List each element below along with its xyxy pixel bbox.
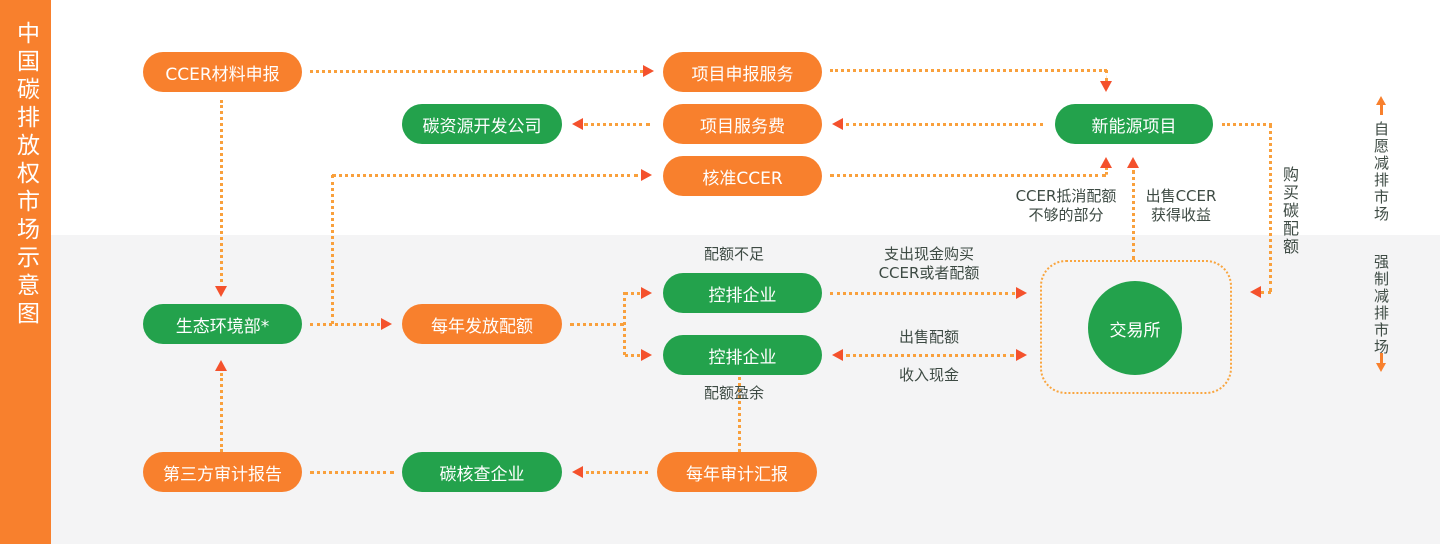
connector-apply-to-newenergy-v [1105,70,1108,81]
node-cap-enterprise-bottom: 控排企业 [663,335,822,375]
node-new-energy: 新能源项目 [1055,104,1213,144]
node-label: CCER材料申报 [165,64,280,85]
node-label: 项目申报服务 [691,64,794,85]
connector-exchange-to-newenergy [1132,170,1135,260]
connector-capbottom-exchange [846,354,1014,357]
label-line: 支出现金购买 [883,245,974,263]
node-label: 控排企业 [708,285,777,306]
connector-moe-to-quota [310,323,380,326]
node-label: 核准CCER [702,168,783,189]
node-label: 每年审计汇报 [686,464,788,485]
connector-moe-to-approve-v [331,175,334,324]
label-ccer-offset: CCER抵消配额 不够的部分 [996,187,1136,225]
up-arrow-icon [1376,96,1386,115]
arrow-head [1376,96,1386,105]
label-receive-cash: 收入现金 [898,366,959,384]
connector-newenergy-to-exchange-h1 [1222,123,1272,126]
node-exchange: 交易所 [1088,281,1182,375]
arrowhead [1100,81,1112,92]
arrowhead [643,65,654,77]
arrowhead [381,318,392,330]
label-line: 获得收益 [1150,206,1211,224]
node-label: 交易所 [1109,320,1161,341]
node-project-fee: 项目服务费 [663,104,822,144]
label-sell-quota: 出售配额 [898,328,959,346]
connector-newenergy-to-exchange-v [1269,124,1272,292]
label-quota-short: 配额不足 [703,245,764,263]
label-mandatory-market: 强制减排市场 [1372,254,1390,356]
node-label: 第三方审计报告 [163,464,282,485]
down-arrow-icon [1376,353,1386,372]
label-line: CCER或者配额 [878,264,980,282]
label-quota-surplus: 配额盈余 [703,384,764,402]
connector-capbottom-to-audit [738,377,741,452]
arrowhead [641,169,652,181]
arrowhead [215,286,227,297]
label-buy-carbon-quota: 购买碳配额 [1280,166,1299,256]
connector-quota-split-v [623,292,626,355]
label-pay-cash: 支出现金购买 CCER或者配额 [849,245,1009,283]
arrowhead [1127,157,1139,168]
connector-quota-split-h [570,323,624,326]
node-third-party-report: 第三方审计报告 [143,452,302,492]
node-project-apply: 项目申报服务 [663,52,822,92]
arrowhead [641,287,652,299]
node-label: 每年发放配额 [431,316,533,337]
connector-ccer-to-newenergy-v [1105,167,1108,175]
connector-quota-to-capbottom [625,354,640,357]
node-label: 碳资源开发公司 [422,116,542,137]
arrowhead [572,466,583,478]
arrowhead [832,349,843,361]
node-carbon-dev-co: 碳资源开发公司 [402,104,562,144]
connector-quota-to-captop [625,292,640,295]
arrowhead [215,360,227,371]
connector-apply-to-newenergy-h [830,69,1107,72]
connector-material-to-moe [220,100,223,282]
connector-fee-to-devco [584,123,650,126]
node-label: 新能源项目 [1091,116,1177,137]
arrowhead [641,349,652,361]
label-sell-ccer: 出售CCER 获得收益 [1136,187,1226,225]
node-ccer-material: CCER材料申报 [143,52,302,92]
connector-audit-to-moe [220,373,223,452]
arrow-head [1376,363,1386,372]
label-line: 出售CCER [1145,187,1217,205]
title-sidebar: 中国碳排放权市场示意图 [0,0,51,544]
node-label: 控排企业 [708,347,777,368]
connector-verify-to-report [310,471,394,474]
connector-audit-to-verify [586,471,648,474]
node-approve-ccer: 核准CCER [663,156,822,196]
connector-moe-to-approve-h [332,174,638,177]
label-line: CCER抵消配额 [1015,187,1117,205]
connector-captop-to-exchange [830,292,1015,295]
node-annual-audit: 每年审计汇报 [657,452,817,492]
node-annual-quota: 每年发放配额 [402,304,562,344]
connector-material-to-apply [310,70,643,73]
connector-newenergy-to-exchange-h2 [1261,291,1271,294]
label-voluntary-market: 自愿减排市场 [1372,121,1390,223]
connector-ccer-to-newenergy-h [830,174,1106,177]
arrowhead [1100,157,1112,168]
arrowhead [1250,286,1261,298]
node-ministry-ecology: 生态环境部* [143,304,302,344]
diagram-title: 中国碳排放权市场示意图 [12,21,39,329]
node-label: 碳核查企业 [439,464,525,485]
arrowhead [832,118,843,130]
arrow-stem [1379,353,1383,363]
node-label: 生态环境部* [175,316,270,337]
node-cap-enterprise-top: 控排企业 [663,273,822,313]
arrowhead [1016,287,1027,299]
label-line: 不够的部分 [1028,206,1104,224]
node-label: 项目服务费 [700,116,785,137]
connector-newenergy-to-fee [846,123,1043,126]
exchange-boundary-box [1040,260,1232,394]
arrowhead [572,118,583,130]
node-carbon-verify: 碳核查企业 [402,452,562,492]
arrow-stem [1379,105,1383,115]
arrowhead [1016,349,1027,361]
